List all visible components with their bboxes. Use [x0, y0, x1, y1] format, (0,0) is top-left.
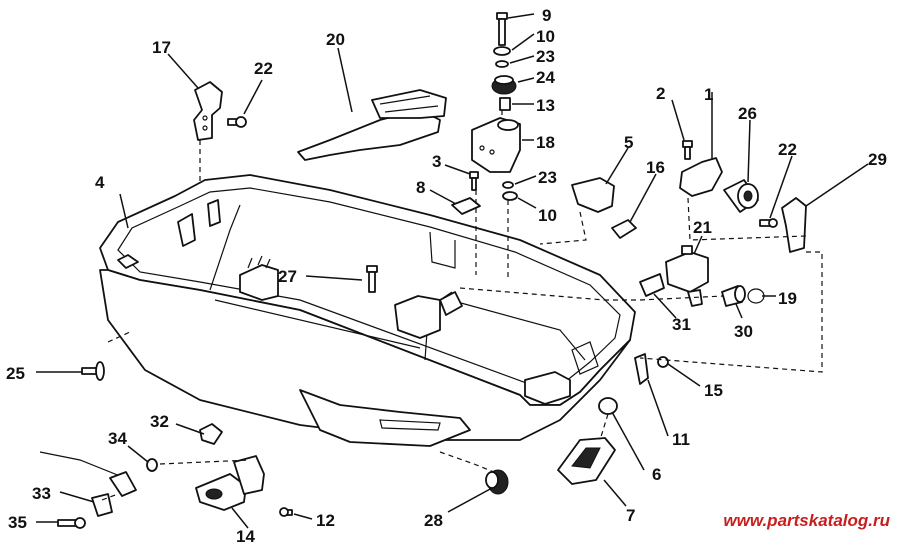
callout-21: 21: [693, 218, 712, 237]
washer-23-top: [495, 60, 509, 68]
screw-2: [682, 140, 693, 160]
callout-29: 29: [868, 150, 887, 169]
callout-16: 16: [646, 158, 665, 177]
screw-22-left: [227, 116, 247, 128]
callout-9: 9: [542, 6, 551, 25]
bolt-9: [496, 12, 508, 46]
lower-cowl: [99, 174, 636, 447]
callout-26: 26: [738, 104, 757, 123]
clip-8: [451, 197, 481, 215]
callout-35: 35: [8, 513, 27, 532]
screw-15: [657, 356, 669, 368]
callout-33: 33: [32, 484, 51, 503]
hose-30: [721, 285, 746, 307]
callout-10-top: 10: [536, 27, 555, 46]
callout-34: 34: [108, 429, 127, 448]
callout-7: 7: [626, 506, 635, 525]
callout-8: 8: [416, 178, 425, 197]
latch-14: [195, 455, 265, 511]
callout-1: 1: [704, 85, 713, 104]
washer-34: [146, 458, 158, 472]
callout-20: 20: [326, 30, 345, 49]
grommet-7: [557, 437, 616, 485]
clip-32: [199, 423, 223, 445]
callout-32: 32: [150, 412, 169, 431]
clip-11: [634, 353, 649, 385]
valve-21: [639, 245, 709, 307]
callout-22-left: 22: [254, 59, 273, 78]
screw-3: [469, 171, 479, 191]
callout-14: 14: [236, 527, 255, 545]
clip-16: [611, 219, 637, 239]
bracket-29: [781, 197, 807, 253]
watermark: www.partskatalog.ru: [723, 511, 890, 530]
callout-22-right: 22: [778, 140, 797, 159]
callout-27: 27: [278, 267, 297, 286]
sleeve-13: [499, 97, 511, 111]
screw-12: [279, 507, 293, 517]
clamp-19: [747, 288, 765, 304]
callout-numbers: 1 2 3 4 5 6 7 8 9 10 10 11 12 13 14 15 1…: [6, 6, 887, 545]
callout-23-top: 23: [536, 47, 555, 66]
callout-13: 13: [536, 96, 555, 115]
grommet-24: [491, 75, 517, 95]
callout-24: 24: [536, 68, 555, 87]
plug-6: [598, 397, 618, 415]
mount-bracket-18: [471, 117, 521, 173]
callout-19: 19: [778, 289, 797, 308]
callout-18: 18: [536, 133, 555, 152]
latch-bracket-17: [193, 81, 223, 141]
callout-3: 3: [432, 152, 441, 171]
callout-15: 15: [704, 381, 723, 400]
latch-lever-20: [297, 89, 447, 161]
cylinder-26: [723, 179, 759, 213]
washer-23-lower: [502, 181, 514, 189]
callout-17: 17: [152, 38, 171, 57]
callout-10-lower: 10: [538, 206, 557, 225]
callout-30: 30: [734, 322, 753, 341]
washer-10-lower: [502, 191, 518, 201]
callout-12: 12: [316, 511, 335, 530]
bracket-33: [91, 493, 113, 517]
callout-2: 2: [656, 84, 665, 103]
callout-4: 4: [95, 173, 105, 192]
assembly-lines: [101, 110, 823, 501]
callout-25: 25: [6, 364, 25, 383]
callout-5: 5: [624, 133, 633, 152]
callout-31: 31: [672, 315, 691, 334]
grommet-28: [485, 469, 509, 495]
callout-28: 28: [424, 511, 443, 530]
callout-11: 11: [672, 430, 690, 449]
cover-5: [571, 177, 615, 213]
leader-lines: [36, 13, 869, 529]
callout-23-lower: 23: [538, 168, 557, 187]
screw-25: [81, 361, 105, 381]
washer-10-top: [493, 46, 511, 56]
screw-22-right: [759, 218, 778, 228]
callout-6: 6: [652, 465, 661, 484]
screw-35: [57, 517, 86, 529]
bracket-1: [679, 157, 723, 197]
screw-27: [366, 265, 378, 293]
